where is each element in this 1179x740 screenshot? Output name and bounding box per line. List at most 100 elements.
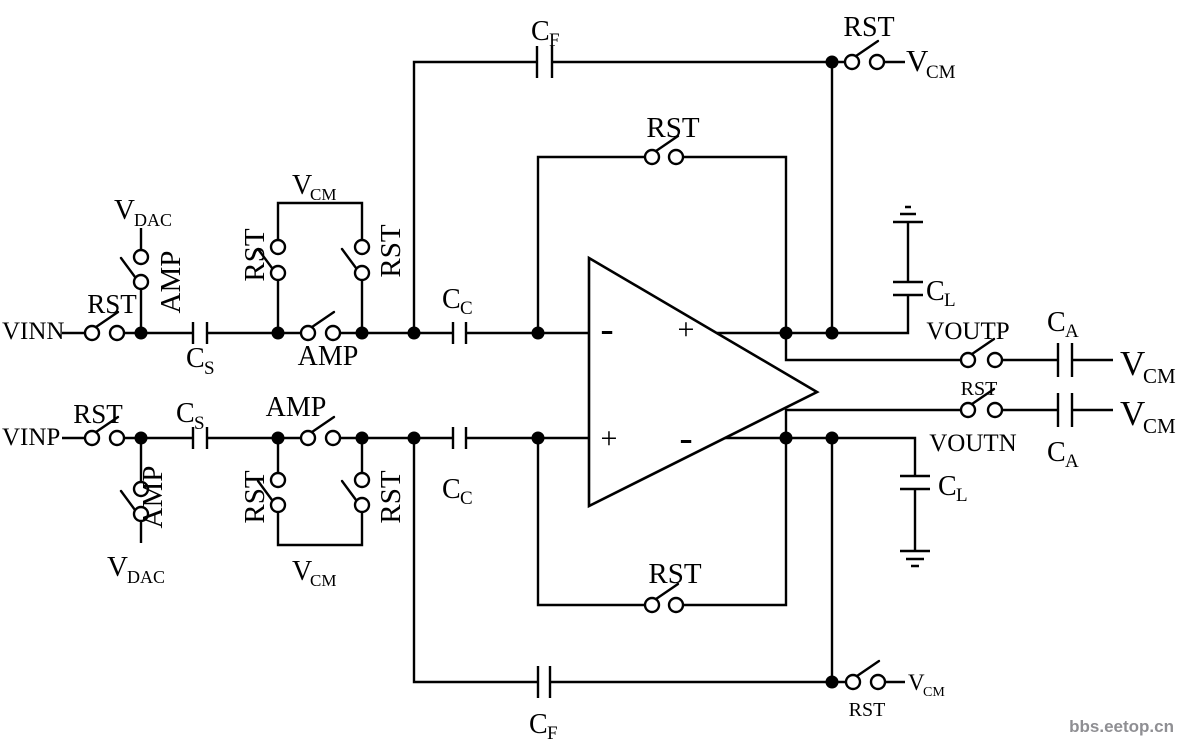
vdac-label-bottom-sub: DAC — [127, 567, 165, 587]
junction-dot — [271, 326, 285, 340]
cap-cf-bottom — [536, 666, 552, 698]
junction-dot — [355, 326, 369, 340]
vcm-label-bottomright: V — [908, 670, 925, 695]
vcm-label-right-top: V — [1120, 344, 1145, 383]
wire-rst-loop-bottom — [536, 438, 788, 607]
switch-contact — [986, 351, 1004, 369]
wire-vcm-bridge-top — [276, 201, 364, 333]
switch-contact — [643, 596, 661, 614]
amp-label-bottom-row: AMP — [266, 392, 327, 423]
opamp-positive-output-sign: + — [678, 313, 695, 346]
vdac-label-top-sub: DAC — [134, 210, 172, 230]
vcm-label-right-bottom-sub: CM — [1143, 414, 1176, 438]
opamp-noninverting-input-sign: + — [601, 422, 618, 455]
junction-dot — [825, 675, 839, 689]
amp-switch-top-lever — [310, 310, 336, 329]
vcm-label-bridge-top: V — [292, 170, 312, 201]
vinn-label: VINN — [2, 318, 65, 345]
switch-contact — [108, 429, 126, 447]
switch-contact — [353, 264, 371, 282]
cf-label-top: C — [531, 16, 550, 47]
switch-contact — [986, 401, 1004, 419]
switch-contact — [269, 264, 287, 282]
rst-label-vinn: RST — [87, 289, 137, 319]
rst-label-loop-bottom: RST — [648, 558, 701, 590]
vcm-label-bridge-bottom: V — [292, 556, 312, 587]
cap-ca-bottom — [1056, 393, 1074, 427]
ca-label-top: C — [1047, 307, 1066, 338]
cap-cf-top — [535, 46, 554, 78]
junction-dot — [825, 431, 839, 445]
opamp-negative-output-sign: - — [679, 415, 692, 460]
vcm-label-bridge-top-sub: CM — [310, 185, 336, 204]
switch-contact — [83, 324, 101, 342]
rst-label-loop-top: RST — [646, 112, 699, 144]
cl-label-top: C — [926, 276, 945, 307]
wire-cf-loop-top — [412, 60, 905, 333]
junction-dot — [779, 326, 793, 340]
wire-voutp-row — [784, 333, 1113, 362]
switch-contact — [83, 429, 101, 447]
bridge-top-right-lever — [340, 247, 358, 270]
switch-contact — [132, 480, 150, 498]
switch-contact — [269, 496, 287, 514]
amp-label-vdac-bottom: AMP — [137, 466, 169, 529]
rst-label-voutn-switch: RST — [961, 378, 998, 400]
amp-label-top-row: AMP — [298, 341, 359, 372]
switch-contact — [667, 148, 685, 166]
opamp-inverting-input-sign: - — [600, 306, 613, 351]
junction-dot — [531, 326, 545, 340]
amp-label-vdac-top: AMP — [155, 251, 187, 314]
switch-contact — [132, 273, 150, 291]
switch-contact — [353, 496, 371, 514]
vinp-label: VINP — [2, 424, 60, 451]
bridge-top-left-lever — [256, 247, 274, 270]
vdac-label-top: V — [114, 194, 135, 226]
switch-contact — [269, 471, 287, 489]
switch-contact — [643, 148, 661, 166]
switch-contact — [299, 324, 317, 342]
rst-label-bottomright: RST — [849, 699, 886, 721]
cs-label-top: C — [186, 343, 205, 374]
junction-dot — [355, 431, 369, 445]
cf-label-bottom-sub: F — [547, 723, 558, 740]
junction-dot — [134, 431, 148, 445]
watermark: bbs.eetop.cn — [1069, 717, 1174, 736]
vcm-label-bridge-bottom-sub: CM — [310, 571, 336, 590]
cc-label-top-sub: C — [460, 298, 473, 319]
cs-label-bottom-sub: S — [194, 413, 205, 434]
junction-dot — [825, 55, 839, 69]
switch-contact — [108, 324, 126, 342]
rst-label-bridge-top-left: RST — [239, 228, 271, 281]
switch-contact — [324, 324, 342, 342]
rst-switch-vinn-lever — [94, 310, 120, 329]
rst-label-bridge-top-right: RST — [375, 224, 407, 277]
vcm-label-topright: V — [906, 43, 929, 78]
junction-dot — [779, 431, 793, 445]
switch-contact — [324, 429, 342, 447]
cap-cc-bottom — [451, 427, 468, 449]
bridge-bottom-right-lever — [340, 479, 358, 502]
junction-dot — [407, 431, 421, 445]
amp-switch-bottom-lever — [310, 415, 336, 434]
ca-label-bottom-sub: A — [1065, 451, 1079, 472]
rst-loop-bottom-lever — [654, 582, 680, 601]
ground-bottom-icon — [900, 549, 930, 568]
junction-dot — [531, 431, 545, 445]
vcm-label-right-top-sub: CM — [1143, 364, 1176, 388]
cs-label-top-sub: S — [204, 358, 215, 379]
vdac-label-bottom: V — [107, 551, 128, 583]
wire-output-top — [717, 222, 910, 335]
voutn-label: VOUTN — [929, 430, 1017, 457]
ca-label-top-sub: A — [1065, 321, 1079, 342]
rst-label-vinp: RST — [73, 399, 123, 429]
rst-loop-top-lever — [654, 134, 680, 153]
wire-cf-loop-bottom — [412, 438, 905, 684]
cs-label-bottom: C — [176, 398, 195, 429]
switch-contact — [667, 596, 685, 614]
junction-dot — [134, 326, 148, 340]
vdac-switch-bottom-lever — [119, 489, 137, 512]
switch-contact — [269, 238, 287, 256]
voutp-label: VOUTP — [926, 318, 1009, 345]
rst-label-topright: RST — [843, 12, 894, 43]
